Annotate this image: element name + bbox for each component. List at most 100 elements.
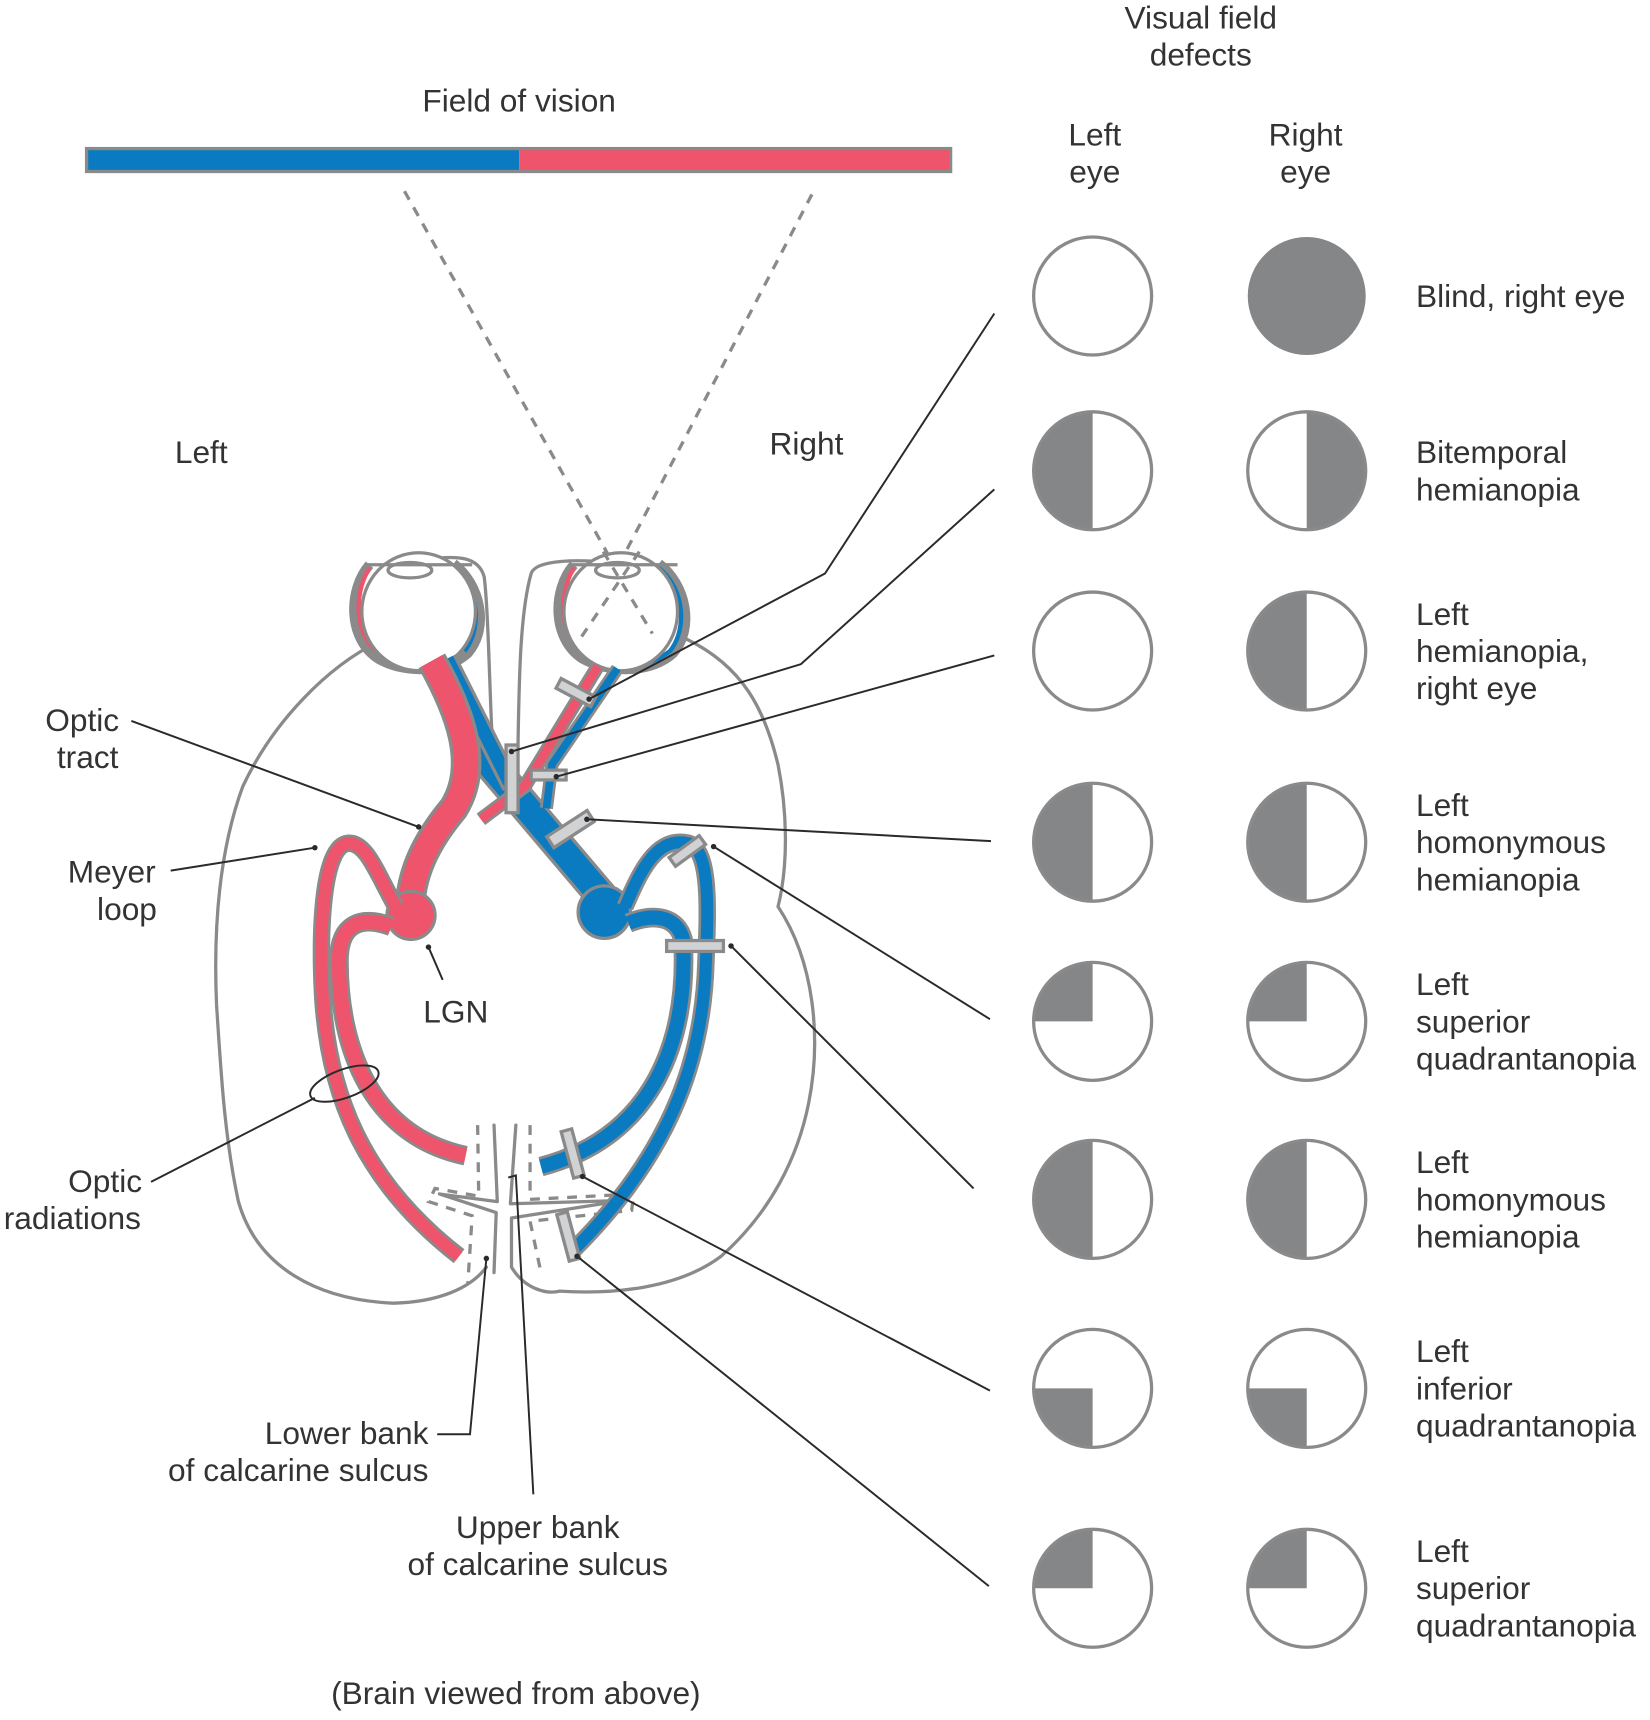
- label-lower-bank-line1: Lower bank: [265, 1415, 429, 1451]
- row-1-label-line1: Blind, right eye: [1416, 278, 1625, 314]
- row-4-label-line2: homonymous: [1416, 824, 1606, 860]
- defect-fill: [1306, 411, 1366, 530]
- left-eyeball: [349, 551, 485, 675]
- row-2-label-line2: hemianopia: [1416, 471, 1580, 507]
- defect-fill: [1033, 962, 1093, 1022]
- defect-fill: [1033, 1388, 1093, 1448]
- left-side-label: Left: [175, 434, 228, 470]
- optic-radiations-leader: [150, 1096, 316, 1183]
- lgn-leader: [427, 946, 444, 981]
- lesion-meyer-loop: [666, 833, 708, 869]
- label-optic-tract-line1: Optic: [45, 702, 119, 738]
- row-3-right-eye-field: [1246, 590, 1368, 712]
- defects-title-line2: defects: [1150, 37, 1252, 73]
- row-5-label-line3: quadrantanopia: [1416, 1040, 1636, 1076]
- label-optic-radiations-line1: Optic: [68, 1163, 142, 1199]
- right-visual-field-pathway: [312, 653, 604, 1264]
- col-right-eye-line2: eye: [1280, 153, 1331, 189]
- row-5-left-eye-field: [1032, 960, 1154, 1082]
- row-4-label-line3: hemianopia: [1416, 861, 1580, 897]
- row-2-label-line1: Bitemporal: [1416, 434, 1567, 470]
- lesion-leader-lines: [508, 312, 996, 1587]
- lesion-chiasm: [504, 743, 520, 815]
- row-2-right-eye-field: [1246, 410, 1368, 532]
- lesion-upper-bank-calcarine: [559, 1126, 587, 1181]
- leader-row-5: [713, 845, 991, 1021]
- col-right-eye-line1: Right: [1269, 116, 1343, 152]
- right-eyeball: [553, 550, 691, 675]
- row-8-left-eye-field: [1032, 1527, 1154, 1649]
- defect-fill: [1247, 1529, 1307, 1589]
- optic-radiations-marker: [309, 1064, 380, 1103]
- row-7-right-eye-field: [1246, 1327, 1368, 1450]
- caption-brain-view: (Brain viewed from above): [331, 1675, 700, 1711]
- defect-fill: [1033, 1529, 1093, 1589]
- leader-row-8: [576, 1255, 990, 1587]
- leader-row-6: [730, 945, 975, 1190]
- row-6-label-line3: hemianopia: [1416, 1218, 1580, 1254]
- meyer-loop-leader: [170, 846, 316, 872]
- leader-row-1: [588, 312, 996, 700]
- brain-outline: [214, 555, 817, 1305]
- field-bar-frame: [84, 146, 953, 174]
- row-7-label-line3: quadrantanopia: [1416, 1407, 1636, 1443]
- row-8-label-line1: Left: [1416, 1533, 1469, 1569]
- leader-row-7: [582, 1175, 991, 1392]
- row-5-label-line1: Left: [1416, 966, 1469, 1002]
- row-6-left-eye-field: [1032, 1138, 1154, 1261]
- upper-bank-leader: [507, 1174, 535, 1495]
- row-3-label-line3: right eye: [1416, 670, 1537, 706]
- row-6-label-line1: Left: [1416, 1144, 1469, 1180]
- lesion-right-optic-nerve: [553, 676, 599, 709]
- row-1-right-eye-field: [1247, 237, 1366, 356]
- label-lgn: LGN: [423, 993, 488, 1029]
- defect-fill: [1033, 411, 1093, 530]
- lesion-markers: [504, 676, 726, 1264]
- field-of-vision-title: Field of vision: [422, 82, 616, 118]
- row-1-left-eye-field: [1032, 235, 1154, 357]
- row-8-label-line3: quadrantanopia: [1416, 1607, 1636, 1643]
- row-7-label-line1: Left: [1416, 1333, 1469, 1369]
- lesion-optic-radiations: [664, 938, 726, 954]
- defect-rows: Blind, right eyeBitemporalhemianopiaLeft…: [1032, 235, 1636, 1649]
- row-3-label-line1: Left: [1416, 596, 1469, 632]
- row-8-label-line2: superior: [1416, 1570, 1531, 1606]
- row-6-right-eye-field: [1246, 1138, 1368, 1261]
- lesion-right-optic-tract: [544, 808, 597, 850]
- defect-fill: [1247, 592, 1307, 711]
- lesion-lower-bank-calcarine: [554, 1209, 582, 1264]
- row-6-label-line2: homonymous: [1416, 1181, 1606, 1217]
- row-2-left-eye-field: [1032, 410, 1154, 532]
- row-4-left-eye-field: [1032, 781, 1154, 903]
- defect-fill: [1247, 962, 1307, 1022]
- row-7-left-eye-field: [1032, 1327, 1154, 1450]
- row-7-label-line2: inferior: [1416, 1370, 1513, 1406]
- right-side-label: Right: [769, 425, 843, 461]
- row-5-label-line2: superior: [1416, 1003, 1531, 1039]
- defect-fill: [1247, 237, 1366, 356]
- leader-row-2: [511, 488, 995, 753]
- defects-title-line1: Visual field: [1125, 0, 1278, 35]
- row-4-right-eye-field: [1246, 781, 1368, 903]
- leader-row-3: [556, 654, 995, 778]
- label-optic-tract-line2: tract: [57, 739, 119, 775]
- lesion-lateral-chiasm: [529, 768, 568, 782]
- label-meyer-loop-line2: loop: [97, 891, 157, 927]
- label-upper-bank-line1: Upper bank: [456, 1509, 620, 1545]
- row-3-label-line2: hemianopia,: [1416, 633, 1588, 669]
- lower-bank-leader: [437, 1258, 488, 1436]
- defects-panel-header: Visual field defects Left eye Right eye: [1068, 0, 1342, 189]
- label-lower-bank-line2: of calcarine sulcus: [168, 1452, 428, 1488]
- row-4-label-line1: Left: [1416, 787, 1469, 823]
- defect-fill: [1247, 1140, 1307, 1259]
- col-left-eye-line2: eye: [1069, 153, 1120, 189]
- defect-fill: [1033, 1140, 1093, 1259]
- anatomy-labels: Optic tract Meyer loop LGN Optic radiati…: [4, 702, 701, 1711]
- defect-fill: [1033, 783, 1093, 902]
- label-meyer-loop-line1: Meyer: [68, 854, 156, 890]
- left-visual-field-bar: [86, 148, 520, 172]
- optic-tract-leader: [131, 720, 419, 828]
- row-3-left-eye-field: [1032, 590, 1154, 712]
